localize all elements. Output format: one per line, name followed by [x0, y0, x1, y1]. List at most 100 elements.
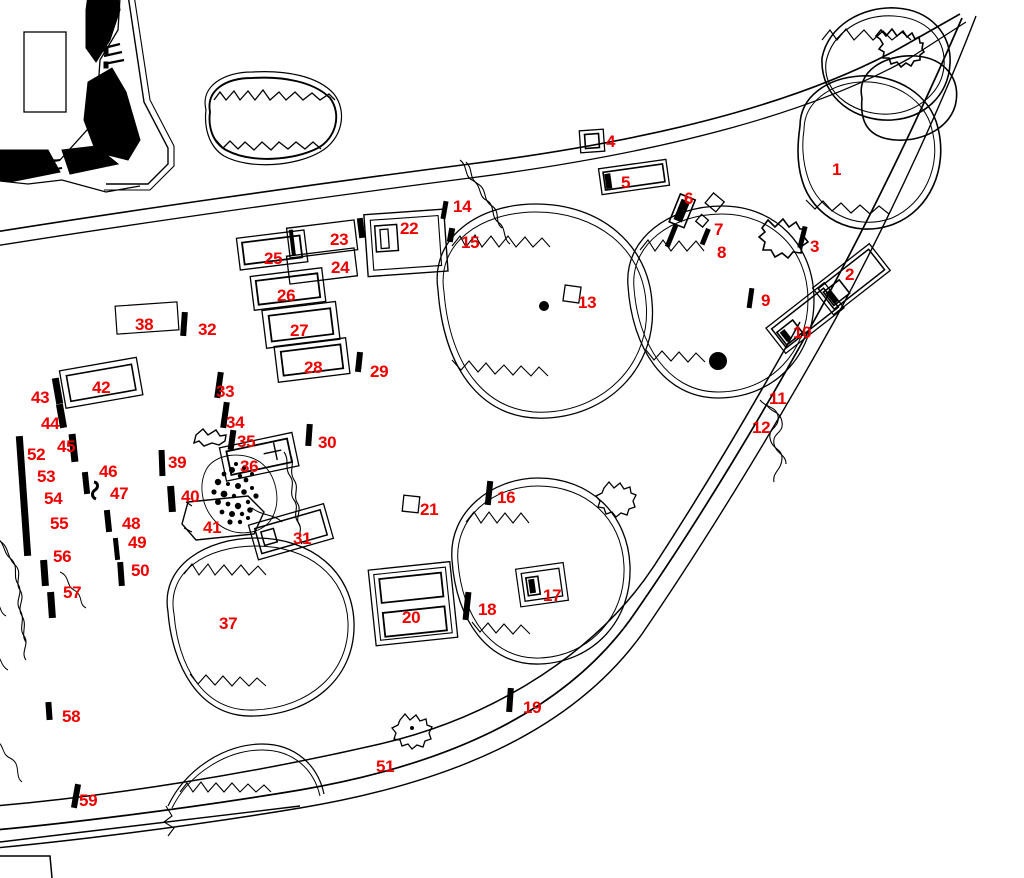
- feature-label-54: 54: [44, 489, 63, 508]
- structure-44: [55, 403, 68, 429]
- feature-label-30: 30: [318, 433, 337, 452]
- feature-label-23: 23: [330, 230, 349, 249]
- feature-label-53: 53: [37, 467, 56, 486]
- structure-7: [694, 191, 726, 228]
- structure-50: [117, 561, 125, 587]
- structure-8: [699, 227, 711, 246]
- feature-label-25: 25: [264, 249, 283, 268]
- structure-52-55-wall: [15, 435, 32, 557]
- structure-48: [103, 509, 113, 533]
- structure-56: [40, 559, 49, 587]
- structure-21: [401, 494, 421, 514]
- feature-label-49: 49: [128, 533, 147, 552]
- structure-38: [114, 301, 180, 335]
- feature-label-1: 1: [832, 160, 842, 179]
- feature-label-52: 52: [27, 445, 46, 464]
- feature-label-37: 37: [219, 614, 238, 633]
- structure-23-pier: [356, 217, 366, 239]
- structure-46: [81, 471, 91, 495]
- feature-label-29: 29: [370, 362, 389, 381]
- structure-35: [227, 429, 237, 451]
- structure-9: [746, 287, 755, 309]
- structure-45: [68, 433, 79, 463]
- feature-label-36: 36: [240, 457, 259, 476]
- feature-label-20: 20: [402, 608, 421, 627]
- structure-26: [249, 267, 327, 311]
- structure-15: [446, 227, 456, 243]
- structure-59: [70, 783, 82, 809]
- structure-40: [167, 485, 176, 513]
- feature-label-26: 26: [277, 286, 296, 305]
- feature-label-42: 42: [92, 378, 111, 397]
- feature-label-10: 10: [793, 323, 812, 342]
- feature-label-35: 35: [237, 432, 256, 451]
- structure-30: [305, 423, 313, 447]
- structure-5: [597, 158, 671, 196]
- rubble-scatter-area: [201, 454, 278, 534]
- structure-16: [484, 480, 494, 506]
- vegetation-layer: [0, 7, 958, 837]
- feature-label-11: 11: [769, 389, 787, 408]
- feature-label-33: 33: [216, 382, 235, 401]
- structure-3: [797, 225, 808, 249]
- feature-label-41: 41: [203, 518, 222, 537]
- feature-label-56: 56: [53, 547, 72, 566]
- structure-4: [578, 128, 606, 154]
- structure-25: [235, 229, 309, 271]
- feature-label-9: 9: [761, 291, 771, 310]
- structure-6: [664, 192, 697, 248]
- feature-label-5: 5: [621, 173, 631, 192]
- feature-label-18: 18: [478, 600, 497, 619]
- structure-42: [58, 356, 144, 410]
- feature-label-55: 55: [50, 514, 69, 533]
- feature-label-45: 45: [57, 437, 76, 456]
- structure-22: [363, 208, 449, 278]
- feature-label-8: 8: [717, 243, 727, 262]
- structure-47: [91, 480, 99, 501]
- feature-label-44: 44: [41, 414, 60, 433]
- track-network: [0, 13, 977, 878]
- structure-36: [218, 431, 300, 482]
- feature-label-32: 32: [198, 320, 217, 339]
- feature-label-6: 6: [684, 189, 694, 208]
- feature-label-57: 57: [63, 583, 82, 602]
- feature-label-59: 59: [79, 791, 98, 810]
- feature-label-21: 21: [420, 500, 439, 519]
- feature-label-14: 14: [453, 197, 472, 216]
- building-complex-northwest: [0, 0, 175, 193]
- structure-41: [181, 495, 265, 541]
- structure-58: [45, 701, 53, 721]
- feature-label-7: 7: [714, 220, 724, 239]
- feature-label-3: 3: [810, 237, 820, 256]
- feature-label-40: 40: [181, 487, 200, 506]
- feature-label-13: 13: [578, 293, 597, 312]
- feature-label-34: 34: [226, 413, 245, 432]
- feature-label-27: 27: [290, 321, 309, 340]
- structure-31: [247, 502, 335, 561]
- structure-39: [158, 449, 166, 477]
- feature-label-39: 39: [168, 453, 187, 472]
- feature-label-19: 19: [523, 698, 542, 717]
- structure-27: [261, 300, 341, 349]
- feature-label-28: 28: [304, 358, 323, 377]
- structure-34: [220, 401, 230, 429]
- structure-43: [51, 377, 64, 405]
- feature-label-31: 31: [293, 529, 312, 548]
- structure-32: [180, 311, 188, 337]
- feature-label-24: 24: [331, 258, 350, 277]
- structure-49: [112, 537, 121, 561]
- feature-label-22: 22: [400, 219, 419, 238]
- structure-19: [506, 687, 514, 713]
- feature-label-48: 48: [122, 514, 141, 533]
- structure-14: [440, 200, 449, 220]
- structure-2: [811, 242, 892, 316]
- structure-18: [462, 591, 472, 621]
- structures-layer: [15, 128, 892, 809]
- feature-label-58: 58: [62, 707, 81, 726]
- structure-20: [367, 560, 459, 647]
- feature-label-46: 46: [99, 462, 118, 481]
- structure-28: [273, 337, 351, 383]
- structure-33: [214, 371, 224, 399]
